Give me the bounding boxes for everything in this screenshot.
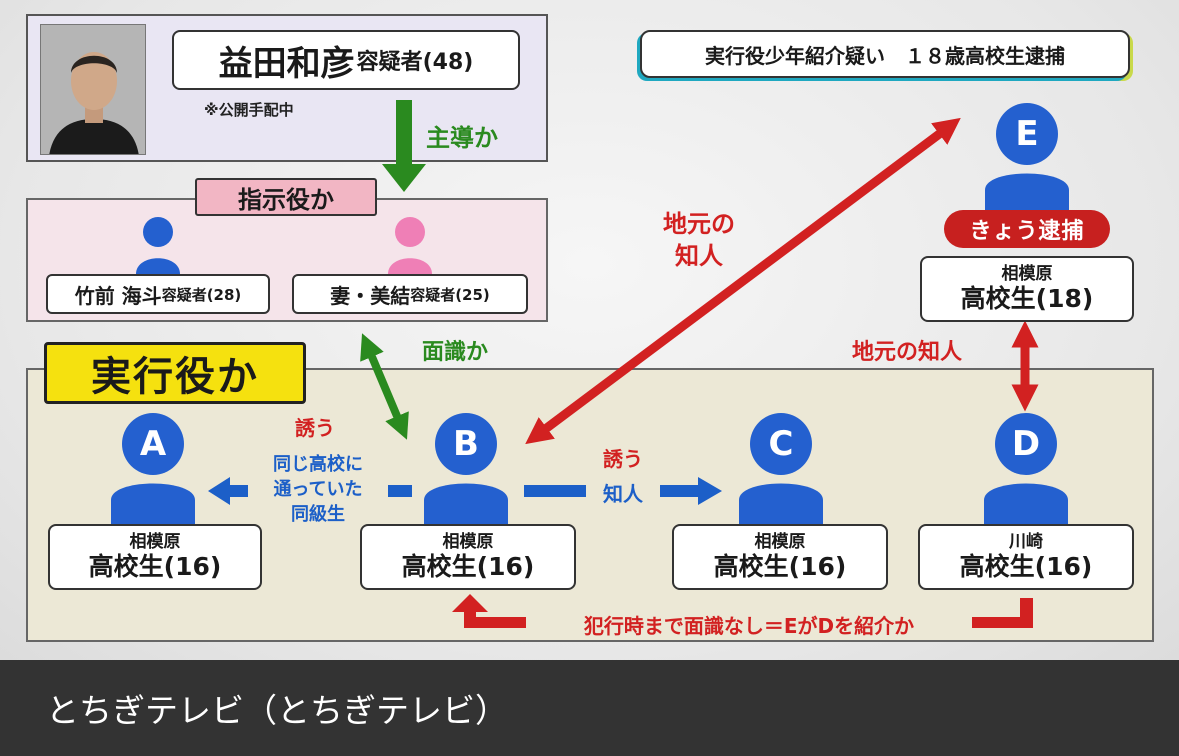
person-a-role: 高校生(16)	[89, 552, 222, 582]
person-d-role: 高校生(16)	[960, 552, 1093, 582]
e-b-label-line-2: 知人	[644, 240, 754, 272]
b-to-a-blue-label: 同じ高校に 通っていた 同級生	[238, 452, 398, 527]
person-a-location: 相模原	[130, 532, 181, 552]
e-d-label: 地元の知人	[852, 334, 962, 366]
source-footer: とちぎテレビ（とちぎテレビ）	[0, 660, 1179, 756]
person-c-letter: C	[769, 424, 794, 464]
person-e-location: 相模原	[1002, 264, 1053, 284]
e-b-label-line-1: 地元の	[644, 208, 754, 240]
person-e-letter: E	[1015, 114, 1038, 154]
b-to-c-blue-label: 知人	[588, 478, 658, 507]
person-d-letter: D	[1012, 424, 1040, 464]
person-c-box: 相模原 高校生(16)	[672, 524, 888, 590]
source-caption: とちぎテレビ（とちぎテレビ）	[46, 684, 508, 732]
arrest-badge: きょう逮捕	[944, 210, 1110, 248]
person-e-box: 相模原 高校生(18)	[920, 256, 1134, 322]
b-to-a-blue-line-1: 同じ高校に	[238, 452, 398, 477]
person-c-role: 高校生(16)	[714, 552, 847, 582]
lead-label: 主導か	[426, 118, 498, 153]
person-b-location: 相模原	[443, 532, 494, 552]
executor-tag: 実行役か	[44, 342, 306, 404]
acquaint-label: 面識か	[422, 334, 488, 366]
b-to-a-red-label: 誘う	[280, 412, 350, 441]
b-to-a-blue-line-2: 通っていた	[238, 477, 398, 502]
person-c-location: 相模原	[755, 532, 806, 552]
instructor-person-icon-1	[136, 217, 180, 274]
person-b-letter: B	[453, 424, 479, 464]
person-b-box: 相模原 高校生(16)	[360, 524, 576, 590]
person-a-box: 相模原 高校生(16)	[48, 524, 262, 590]
person-b-role: 高校生(16)	[402, 552, 535, 582]
diagram-board: 益田和彦容疑者(48) ※公開手配中 実行役少年紹介疑い １８歳高校生逮捕 指示…	[0, 0, 1179, 660]
person-d-box: 川崎 高校生(16)	[918, 524, 1134, 590]
person-e-role: 高校生(18)	[961, 284, 1094, 314]
e-b-label: 地元の 知人	[644, 208, 754, 272]
lead-arrow	[382, 100, 426, 192]
person-a-letter: A	[140, 424, 167, 464]
instructor-person-icon-2	[388, 217, 432, 274]
bottom-note: 犯行時まで面識なし＝EがDを紹介か	[526, 609, 972, 639]
b-to-c-red-label: 誘う	[588, 443, 658, 472]
person-d-location: 川崎	[1009, 532, 1043, 552]
acquaint-arrow	[367, 345, 402, 428]
e-b-arrow	[536, 126, 950, 436]
